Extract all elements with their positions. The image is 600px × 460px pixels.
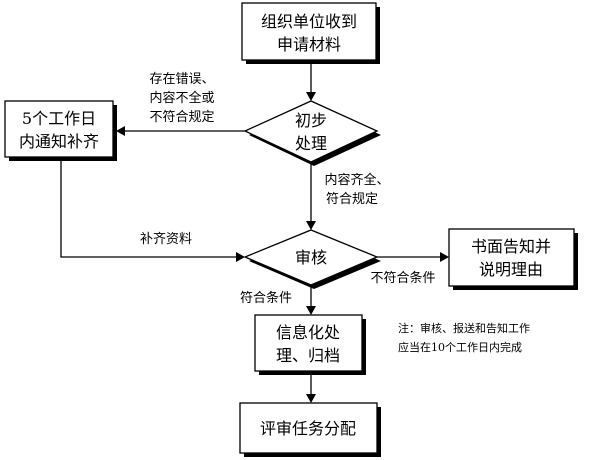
node-written-notice: 书面告知并 说明理由 xyxy=(448,228,578,290)
edge-label-to-supplement-line-3: 不符合规定 xyxy=(149,109,214,125)
edge-label-initial-ok-line-2: 符合规定 xyxy=(326,191,378,207)
arrowhead xyxy=(440,252,449,262)
node-initial-line-2: 处理 xyxy=(295,134,327,153)
arrowhead xyxy=(116,126,125,136)
arrowhead xyxy=(306,92,316,101)
note-line-2: 应当在10个工作日内完成 xyxy=(398,340,522,354)
node-assign-label: 评审任务分配 xyxy=(260,419,356,438)
node-supplement-notice: 5个工作日 内通知补齐 xyxy=(4,100,117,161)
arrowhead xyxy=(306,394,316,403)
node-written-notice-line-1: 书面告知并 xyxy=(471,237,551,256)
node-supplement-notice-line-2: 内通知补齐 xyxy=(19,132,99,151)
edge-label-initial-ok-line-1: 内容齐全、 xyxy=(324,172,389,188)
node-supplement-notice-line-1: 5个工作日 xyxy=(22,109,96,128)
node-receive: 组织单位收到 申请材料 xyxy=(241,2,380,64)
node-initial-line-1: 初步 xyxy=(295,111,327,130)
node-archive-line-1: 信息化处 xyxy=(276,323,340,342)
edge-label-to-supplement-line-1: 存在错误、 xyxy=(149,72,214,87)
node-assign: 评审任务分配 xyxy=(239,402,381,457)
edge-label-supplement-done: 补齐资料 xyxy=(140,231,192,247)
node-archive-line-2: 理、归档 xyxy=(276,346,340,365)
node-review: 审核 xyxy=(243,229,381,289)
arrowhead xyxy=(236,252,245,262)
node-archive: 信息化处 理、归档 xyxy=(254,314,366,375)
node-receive-line-2: 申请材料 xyxy=(277,35,341,54)
arrowhead xyxy=(306,221,316,230)
node-receive-line-1: 组织单位收到 xyxy=(261,12,357,31)
arrowhead xyxy=(306,306,316,315)
node-review-label: 审核 xyxy=(295,248,327,267)
node-initial: 初步 处理 xyxy=(243,100,381,166)
edge-label-review-pass: 符合条件 xyxy=(240,290,292,306)
node-written-notice-line-2: 说明理由 xyxy=(479,260,543,279)
edge-label-to-supplement-line-2: 内容不全或 xyxy=(149,90,214,106)
note-line-1: 注：审核、报送和告知工作 xyxy=(398,321,530,335)
edge-label-review-fail: 不符合条件 xyxy=(370,270,435,286)
edge-supplement-to-review xyxy=(60,159,236,258)
